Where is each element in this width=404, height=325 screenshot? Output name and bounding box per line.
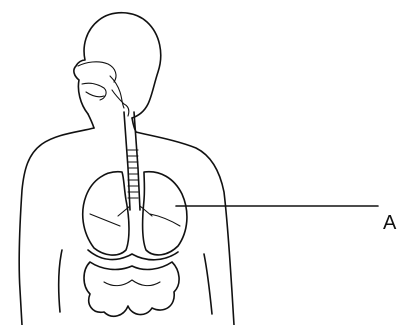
neck-left [88,114,94,128]
arm-right-inner [204,254,212,314]
left-lung [83,172,129,255]
arm-left-inner [59,250,62,312]
trachea-right [134,112,140,210]
head-outline [74,13,161,118]
nasal-cavity [78,62,116,82]
tongue [86,92,104,97]
intestines [84,262,179,316]
mouth [82,83,106,100]
left-lung-fissure [90,214,120,226]
torso-left [19,128,94,325]
right-lung-fissure [150,214,180,226]
intestine-fold [104,280,160,286]
label-a: A [383,213,396,233]
pharynx [110,76,124,108]
